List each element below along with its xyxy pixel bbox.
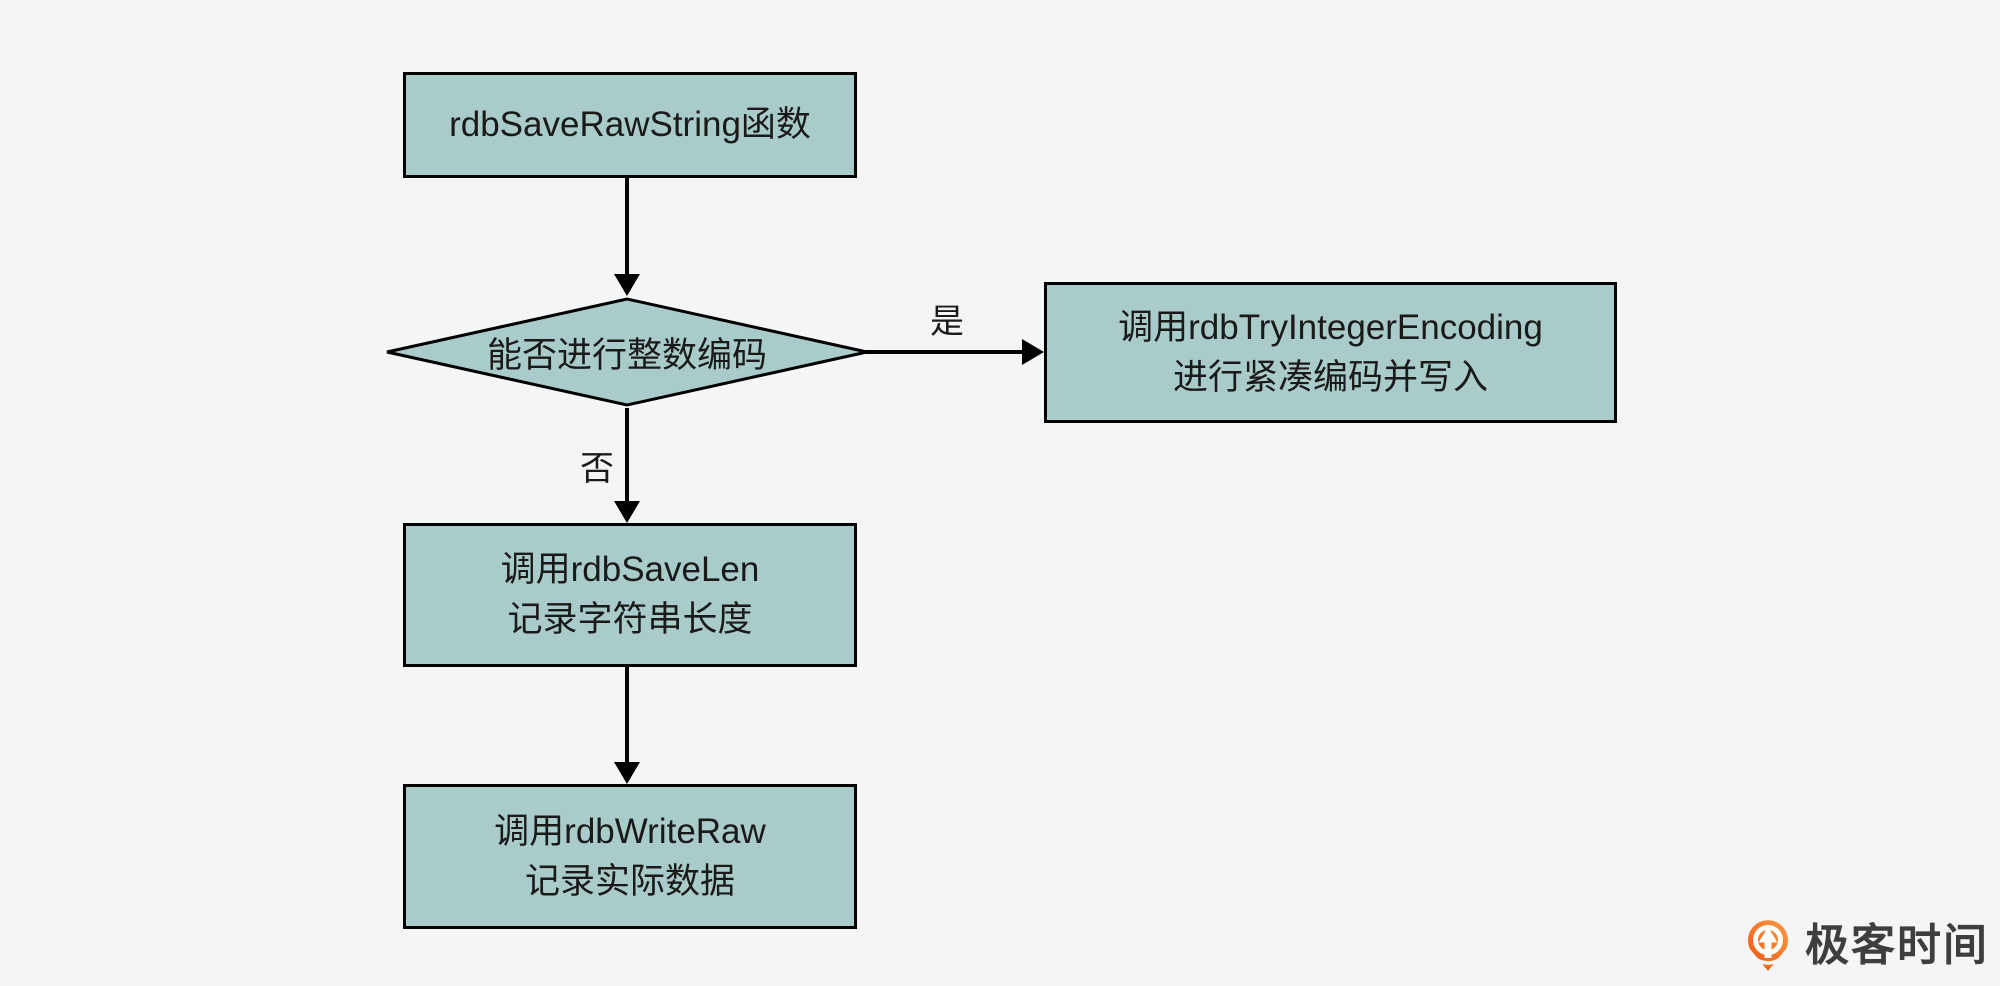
node-label: rdbSaveRawString函数 [449, 105, 811, 144]
arrow-start-to-decision [625, 178, 629, 276]
arrow-decision-yes [865, 350, 1022, 354]
geektime-logo-text: 极客时间 [1805, 921, 1989, 970]
node-label: 能否进行整数编码 [486, 335, 767, 375]
geektime-logo: 极客时间 [1745, 918, 1989, 974]
arrowhead-down-icon [614, 762, 640, 784]
node-rdbwriteraw: 调用rdbWriteRaw 记录实际数据 [403, 784, 857, 929]
node-label-line2: 记录实际数据 [524, 861, 735, 901]
node-rdbsavelen: 调用rdbSaveLen 记录字符串长度 [403, 523, 857, 667]
node-label-line2: 进行紧凑编码并写入 [1172, 357, 1488, 397]
arrowhead-down-icon [614, 501, 640, 523]
arrow-savelen-to-writeraw [625, 667, 629, 762]
node-label-line2: 记录字符串长度 [507, 600, 753, 639]
edge-label-yes: 是 [930, 303, 964, 341]
node-label-line1: 调用rdbSaveLen [500, 550, 760, 589]
edge-label-no: 否 [580, 450, 614, 488]
node-rdbsaverawstring: rdbSaveRawString函数 [403, 72, 857, 178]
arrowhead-right-icon [1022, 339, 1044, 365]
arrowhead-down-icon [614, 274, 640, 296]
arrow-decision-no [625, 408, 629, 501]
geektime-pin-icon [1748, 920, 1788, 971]
node-label-line1: 调用rdbWriteRaw [494, 811, 766, 851]
node-rdbtryintegerencoding: 调用rdbTryIntegerEncoding 进行紧凑编码并写入 [1044, 282, 1617, 423]
node-label-line1: 调用rdbTryIntegerEncoding [1118, 307, 1543, 347]
node-decision-integer-encoding: 能否进行整数编码 [384, 296, 870, 408]
